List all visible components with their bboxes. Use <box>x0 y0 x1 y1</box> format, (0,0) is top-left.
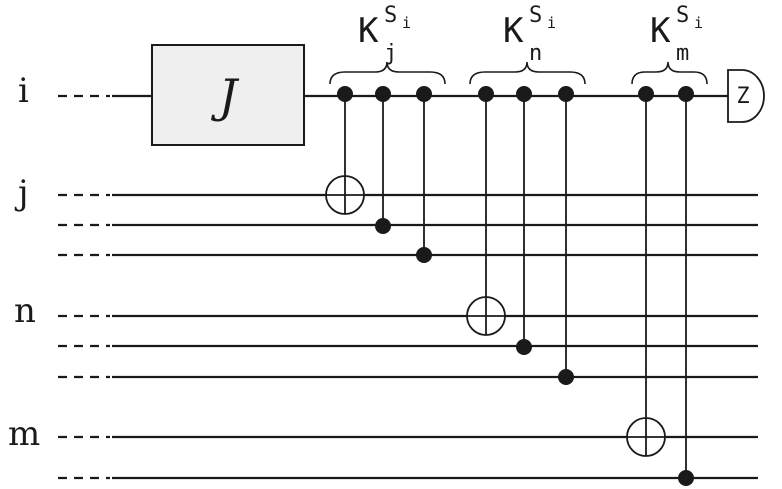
wire-label-m: m <box>8 414 40 454</box>
group-k-m: K m S i <box>626 3 708 486</box>
wire-label-j: j <box>14 173 29 213</box>
group-label-sup: S <box>529 3 542 28</box>
group-label-main: K <box>650 11 671 51</box>
group-k-n: K n S i <box>466 3 586 385</box>
group-label-sup: S <box>676 3 689 28</box>
group-label-supsub: i <box>402 14 411 32</box>
group-label-main: K <box>358 11 379 51</box>
control-dot <box>337 86 353 102</box>
group-label-sub: j <box>384 41 397 66</box>
dashed-wire-stubs <box>58 94 110 480</box>
brace-icon <box>631 61 708 85</box>
measurement-icon <box>727 69 765 123</box>
control-dot <box>678 86 694 102</box>
group-k-j: K j S i <box>325 3 446 263</box>
group-label-supsub: i <box>694 14 703 32</box>
group-label-main: K <box>503 11 524 51</box>
brace-icon <box>469 61 586 85</box>
wire-label-n: n <box>14 291 36 331</box>
cz-dot <box>678 470 694 486</box>
control-dot <box>416 86 432 102</box>
wire-label-i: i <box>18 71 29 111</box>
control-dot <box>375 86 391 102</box>
cz-dot <box>516 339 532 355</box>
control-dot <box>478 86 494 102</box>
gate-j-box <box>151 44 305 146</box>
control-dot <box>558 86 574 102</box>
brace-icon <box>329 61 446 85</box>
control-dot <box>516 86 532 102</box>
measurement-z: Z <box>727 69 765 123</box>
control-dot <box>638 86 654 102</box>
measurement-label: Z <box>736 84 749 109</box>
cz-dot <box>375 218 391 234</box>
cz-dot <box>558 369 574 385</box>
cz-dot <box>416 247 432 263</box>
group-label-sub: m <box>676 41 689 66</box>
group-label-sup: S <box>384 3 397 28</box>
qubit-wires <box>112 94 758 480</box>
group-label-sub: n <box>529 41 542 66</box>
gate-j: J <box>151 44 305 146</box>
group-label-supsub: i <box>547 14 556 32</box>
